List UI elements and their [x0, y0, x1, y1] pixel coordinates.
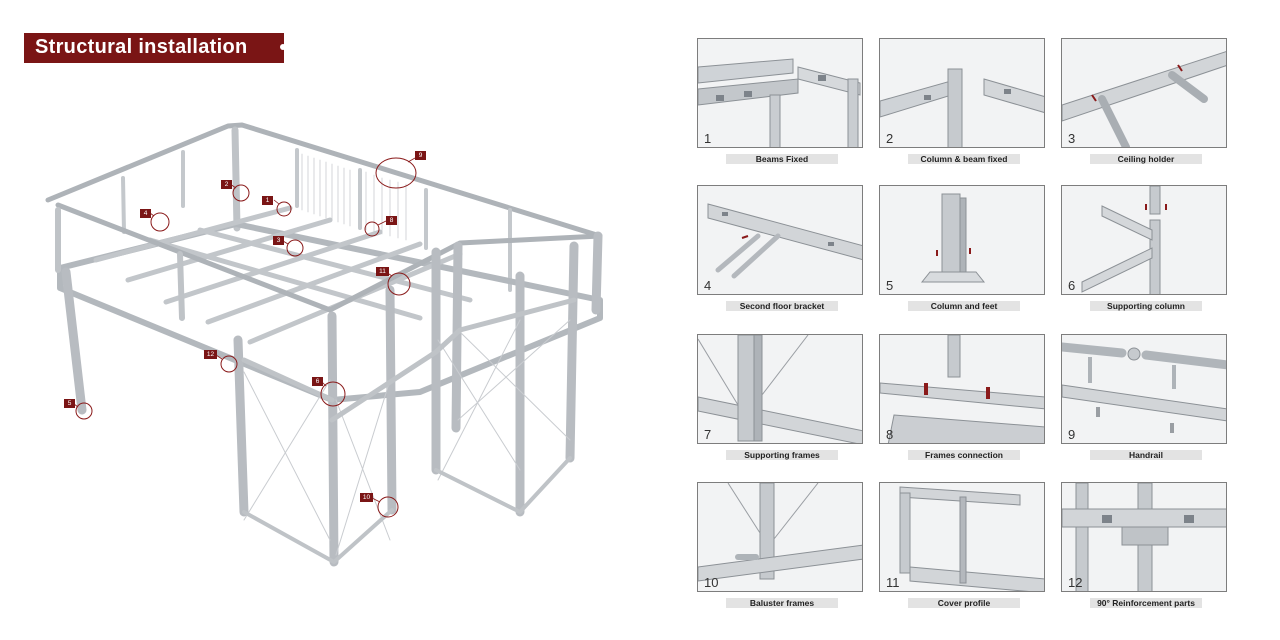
detail-panel-second-floor-bracket: 4: [697, 185, 863, 295]
panel-number: 5: [886, 278, 894, 293]
front-handrail: [55, 202, 603, 313]
caption-ceiling-holder: Ceiling holder: [1090, 154, 1202, 164]
caption-column-and-feet: Column and feet: [908, 301, 1020, 311]
panel-number: 3: [1068, 131, 1076, 146]
second-floor-bracket-illustration: [707, 203, 862, 279]
callout-4: 4: [140, 209, 151, 218]
ceiling-holder-illustration: [1062, 51, 1226, 147]
detail-panel-cover-profile: 11: [879, 482, 1045, 592]
callout-5: 5: [64, 399, 75, 408]
detail-panel-column-beam-fixed: 2: [879, 38, 1045, 148]
column-and-feet-illustration: [920, 193, 986, 283]
callout-circles: [75, 157, 417, 518]
panel-number: 2: [886, 131, 894, 146]
panel-number: 7: [704, 427, 712, 442]
title-bar: Structural installation: [24, 33, 286, 63]
caption-cover-profile: Cover profile: [908, 598, 1020, 608]
caption-handrail: Handrail: [1090, 450, 1202, 460]
detail-panel-supporting-column: 6: [1061, 185, 1227, 295]
callout-9: 9: [415, 151, 426, 160]
back-handrail: [45, 122, 603, 239]
mezzanine-structure-illustration: [45, 122, 603, 567]
beams-fixed-illustration: [698, 58, 861, 147]
handrail-illustration: [1062, 342, 1226, 433]
detail-panel-frames-connection: 8: [879, 334, 1045, 444]
floor-joists: [93, 205, 473, 345]
page-title: Structural installation: [35, 36, 248, 58]
caption-beams-fixed: Beams Fixed: [726, 154, 838, 164]
detail-panel-reinforcement-parts: 12: [1061, 482, 1227, 592]
cross-bracing: [243, 319, 571, 556]
detail-panel-supporting-frames: 7: [697, 334, 863, 444]
detail-panel-baluster-frames: 10: [697, 482, 863, 592]
panel-number: 4: [704, 278, 712, 293]
panel-number: 9: [1068, 427, 1076, 442]
caption-frames-connection: Frames connection: [908, 450, 1020, 460]
cover-profile-illustration: [899, 486, 1044, 591]
callout-8: 8: [386, 216, 397, 225]
column-beam-fixed-illustration: [880, 68, 1044, 147]
caption-supporting-column: Supporting column: [1090, 301, 1202, 311]
floor-perimeter-beam: [57, 221, 603, 403]
panel-number: 6: [1068, 278, 1076, 293]
panel-number: 11: [886, 575, 900, 590]
supporting-frames-illustration: [698, 335, 862, 443]
panel-number: 10: [704, 575, 719, 590]
detail-panel-column-and-feet: 5: [879, 185, 1045, 295]
caption-baluster-frames: Baluster frames: [726, 598, 838, 608]
caption-column-beam-fixed: Column & beam fixed: [908, 154, 1020, 164]
callout-1: 1: [262, 196, 273, 205]
reinforcement-parts-illustration: [1062, 483, 1226, 591]
callout-2: 2: [221, 180, 232, 189]
baluster-frames-illustration: [698, 483, 862, 582]
panel-number: 12: [1068, 575, 1083, 590]
callout-11: 11: [376, 267, 389, 276]
title-bullet-icon: [280, 44, 286, 50]
panel-number: 1: [704, 131, 712, 146]
callout-12: 12: [204, 350, 217, 359]
caption-second-floor-bracket: Second floor bracket: [726, 301, 838, 311]
callout-6: 6: [312, 377, 323, 386]
detail-panel-beams-fixed: 1: [697, 38, 863, 148]
supporting-column-illustration: [1081, 186, 1167, 294]
caption-supporting-frames: Supporting frames: [726, 450, 838, 460]
panel-number: 8: [886, 427, 894, 442]
caption-reinforcement-parts: 90° Reinforcement parts: [1090, 598, 1202, 608]
baluster-wires: [301, 153, 407, 241]
detail-panel-handrail: 9: [1061, 334, 1227, 444]
detail-panel-ceiling-holder: 3: [1061, 38, 1227, 148]
callout-3: 3: [273, 236, 284, 245]
frames-connection-illustration: [880, 335, 1044, 443]
back-column: [231, 126, 241, 232]
callout-10: 10: [360, 493, 373, 502]
